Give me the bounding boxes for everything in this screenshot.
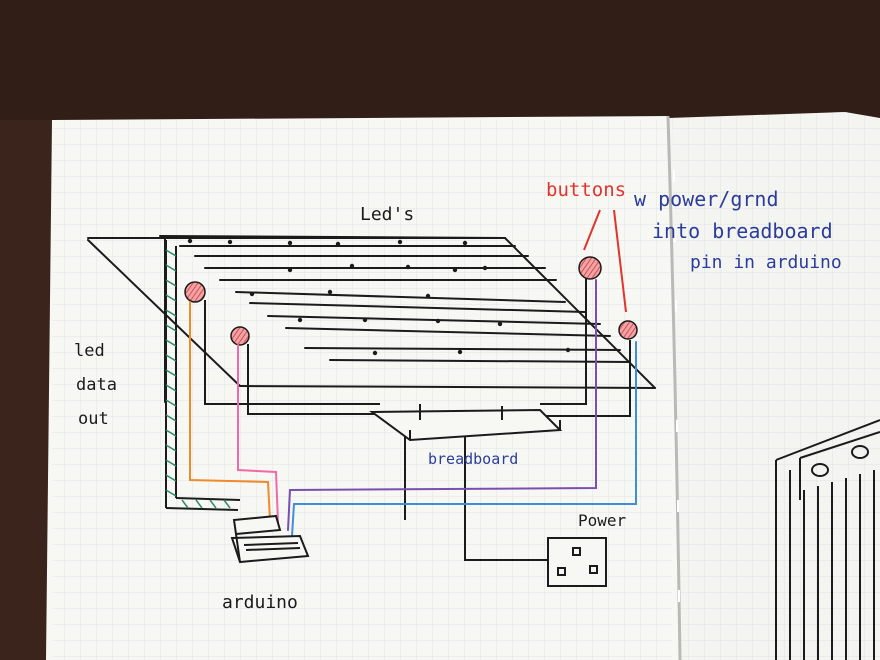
led-data-out-label-line2: data	[76, 375, 117, 395]
led-data-out-label-line3: out	[78, 409, 109, 429]
led-data-wire	[165, 240, 241, 511]
led-dots	[187, 238, 571, 356]
led-data-out-label-line1: led	[74, 341, 105, 361]
breadboard	[369, 404, 563, 442]
note-line-3: pin in arduino	[690, 252, 842, 273]
arduino-label: arduino	[222, 592, 298, 613]
arduino-board	[230, 514, 310, 564]
button-pointers	[583, 209, 627, 313]
color-wires	[189, 279, 637, 537]
note-line-2: into breadboard	[652, 219, 833, 243]
buttons-label: buttons	[546, 179, 626, 201]
notebook	[46, 112, 880, 660]
power-socket	[547, 537, 607, 587]
buttons	[184, 256, 638, 346]
button-3	[578, 256, 602, 280]
button-2	[230, 326, 250, 346]
breadboard-label: breadboard	[428, 450, 518, 468]
button-1	[184, 281, 206, 303]
note-line-1: w power/grnd	[634, 187, 779, 211]
leds-label: Led's	[360, 204, 414, 225]
right-page-sketch	[775, 419, 880, 660]
button-4	[618, 320, 638, 340]
power-label: Power	[578, 511, 627, 530]
